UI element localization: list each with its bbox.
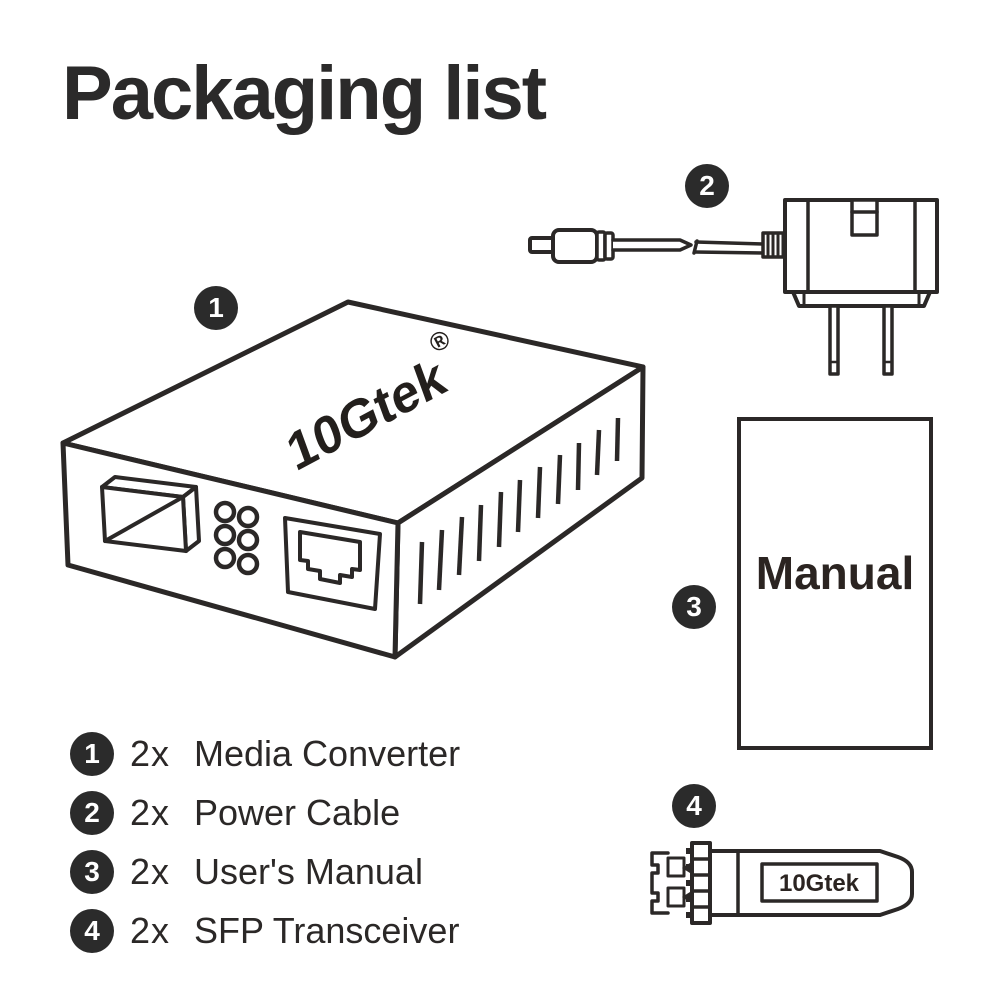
badge-number: 1	[208, 292, 224, 323]
legend-label: SFP Transceiver	[194, 909, 460, 951]
legend-badge-1: 1	[70, 731, 114, 776]
legend-item-sfp-transceiver: 4 2x SFP Transceiver	[70, 908, 460, 953]
legend-quantity: 2x	[130, 732, 171, 774]
manual-label: Manual	[755, 546, 915, 599]
cable	[611, 238, 765, 255]
badge-number: 2	[699, 170, 715, 201]
page-title: Packaging list	[62, 51, 547, 136]
sfp-transceiver-figure: 10Gtek	[630, 830, 940, 930]
badge-number: 4	[686, 790, 702, 821]
adapter-body	[783, 198, 939, 308]
rj45-port	[283, 516, 382, 611]
plug-prongs	[828, 304, 894, 376]
sfp-latch-comb	[686, 841, 712, 925]
media-converter-number-badge: 1	[194, 286, 238, 330]
led-indicators	[213, 500, 260, 576]
power-cable-number-badge: 2	[685, 164, 729, 208]
legend-quantity: 2x	[130, 909, 171, 951]
legend-badge-4: 4	[70, 908, 114, 953]
dc-barrel-plug	[528, 228, 615, 264]
lc-connector	[650, 851, 690, 915]
sfp-number-badge: 4	[672, 784, 716, 828]
badge-number: 1	[84, 737, 100, 769]
badge-number: 3	[84, 855, 100, 887]
manual-number-badge: 3	[672, 585, 716, 629]
packing-legend: 1 2x Media Converter 2 2x Power Cable 3 …	[70, 731, 460, 967]
legend-quantity: 2x	[130, 791, 171, 833]
badge-number: 2	[84, 796, 100, 828]
badge-number: 4	[84, 914, 100, 946]
legend-label: Media Converter	[194, 732, 461, 774]
legend-badge-3: 3	[70, 849, 114, 894]
badge-number: 3	[686, 591, 702, 622]
legend-quantity: 2x	[130, 850, 171, 892]
legend-label: User's Manual	[194, 850, 423, 892]
power-cable-figure	[510, 160, 960, 390]
legend-item-media-converter: 1 2x Media Converter	[70, 731, 460, 776]
legend-label: Power Cable	[194, 791, 401, 833]
sfp-label-plate	[760, 862, 879, 903]
media-converter-figure: 10Gtek ®	[40, 290, 650, 670]
sfp-label-text: 10Gtek	[779, 870, 860, 897]
vent-slots	[417, 417, 621, 605]
legend-badge-2: 2	[70, 790, 114, 835]
manual-figure: Manual	[737, 417, 933, 750]
legend-item-power-cable: 2 2x Power Cable	[70, 790, 460, 835]
sfp-slot	[100, 475, 201, 553]
legend-item-users-manual: 3 2x User's Manual	[70, 849, 460, 894]
